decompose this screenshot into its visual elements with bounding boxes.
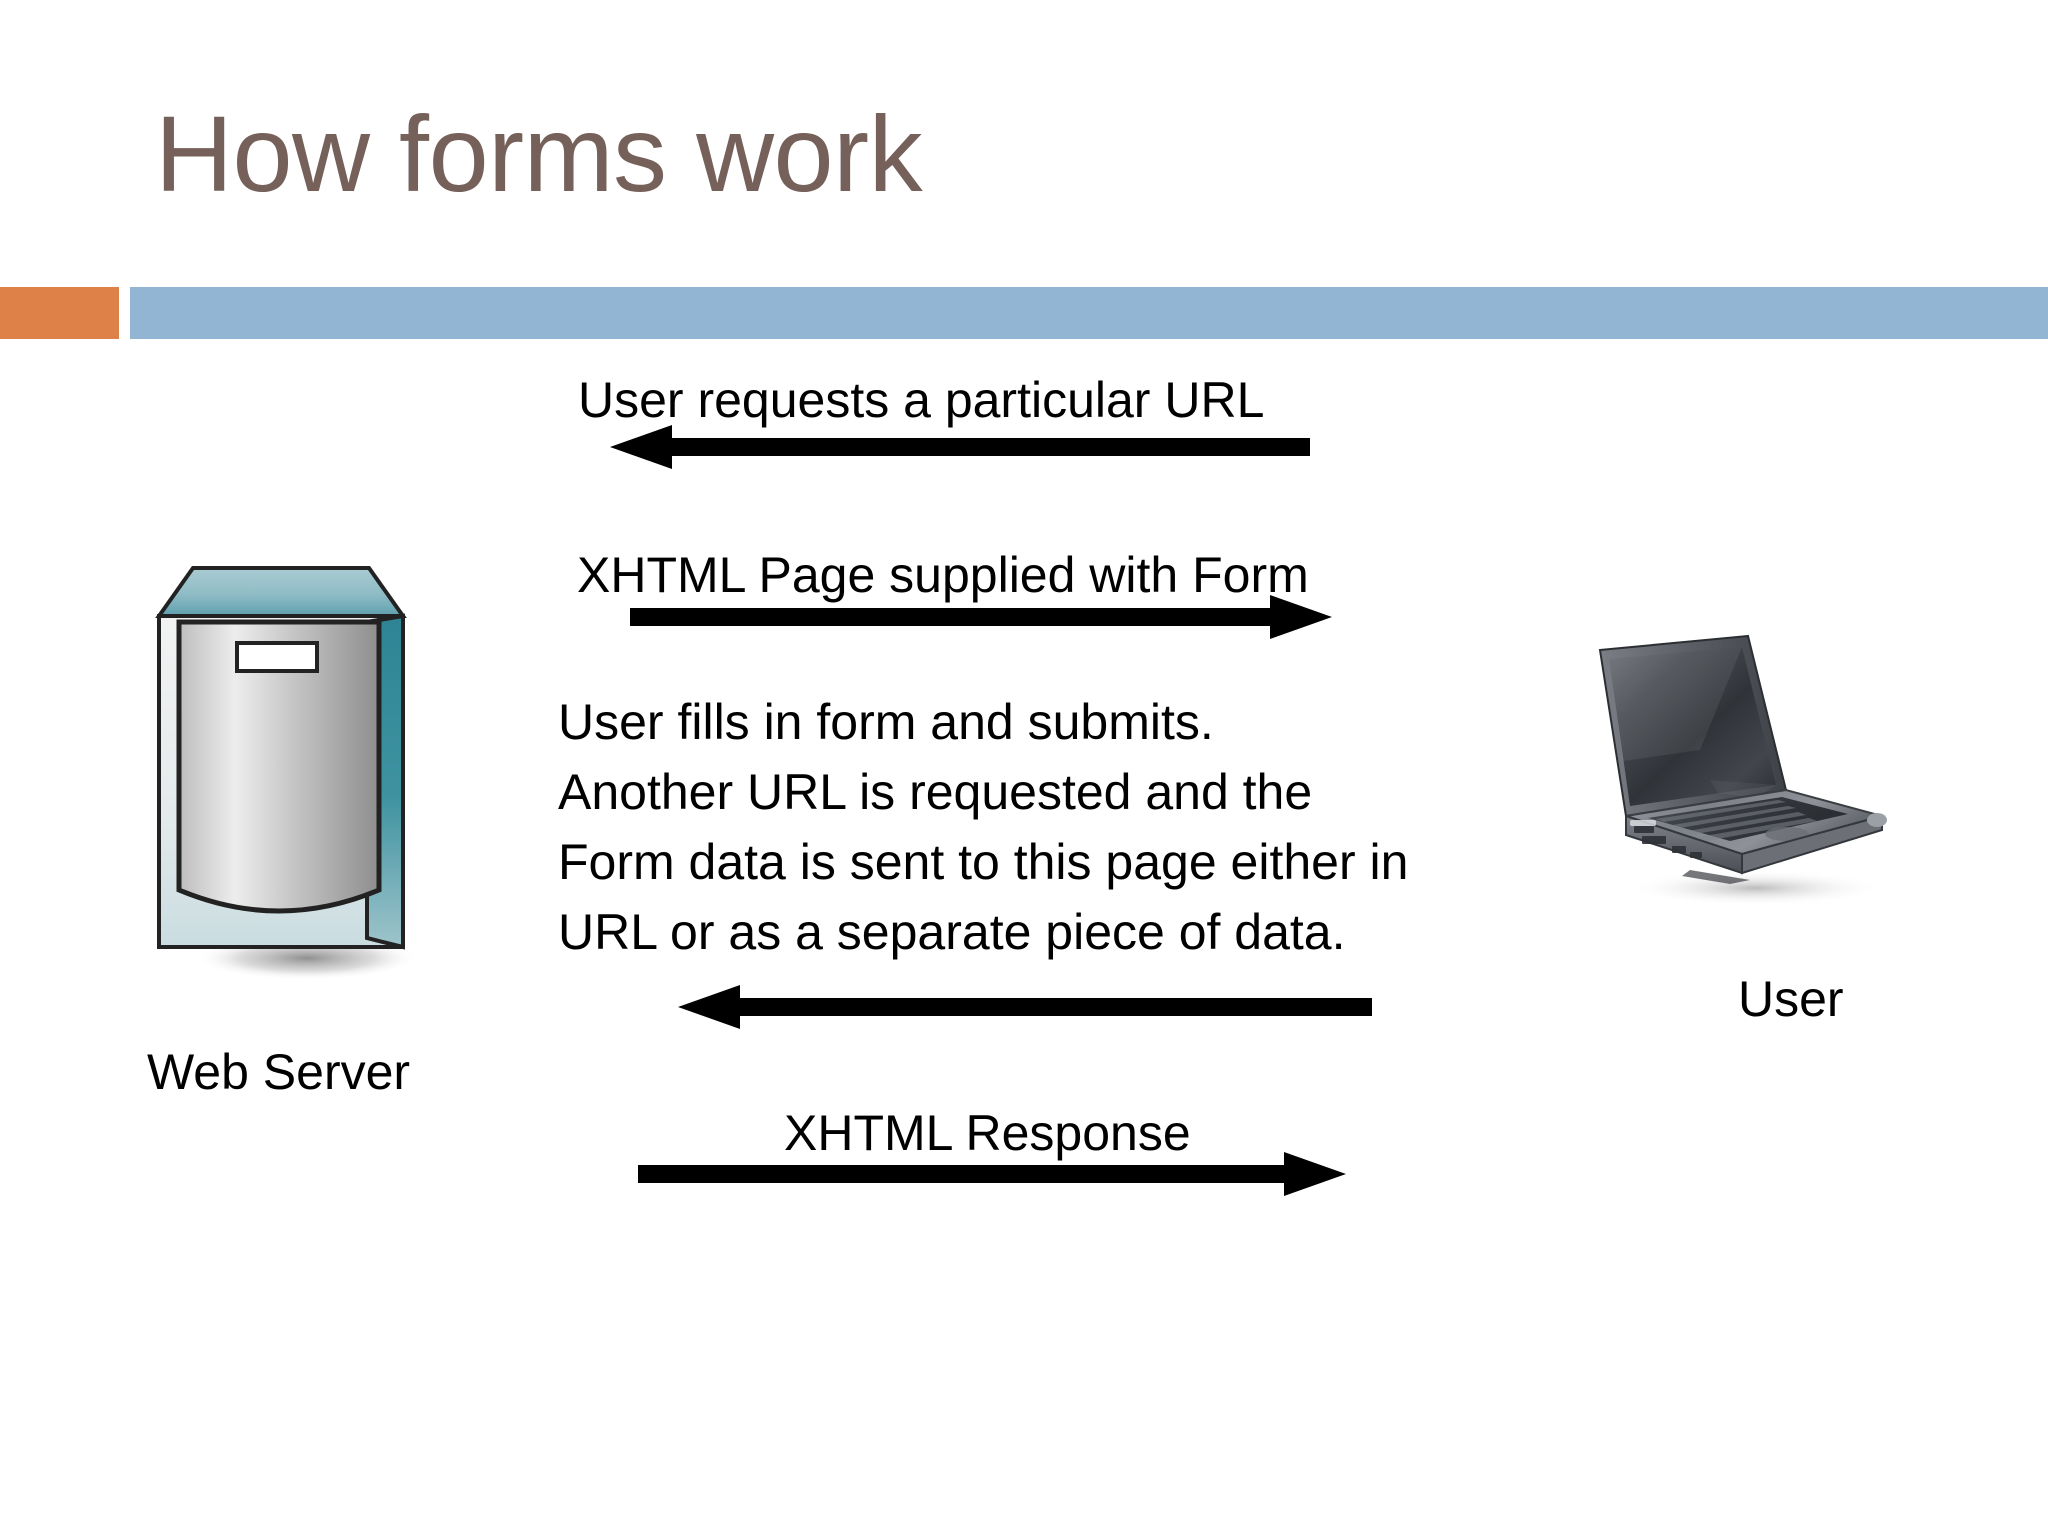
page-title: How forms work bbox=[155, 93, 923, 214]
arrow-left-1 bbox=[610, 425, 1310, 469]
note-line-3: Form data is sent to this page either in bbox=[558, 834, 1409, 890]
note-paragraph: User fills in form and submits. Another … bbox=[558, 687, 1408, 967]
node-label-user: User bbox=[1738, 971, 1844, 1027]
note-line-2: Another URL is requested and the bbox=[558, 764, 1313, 820]
note-line-4: URL or as a separate piece of data. bbox=[558, 904, 1346, 960]
message-label-2: XHTML Page supplied with Form bbox=[577, 547, 1309, 603]
arrow-left-3 bbox=[678, 985, 1372, 1029]
message-label-1: User requests a particular URL bbox=[578, 372, 1265, 428]
note-line-1: User fills in form and submits. bbox=[558, 694, 1214, 750]
laptop-icon bbox=[1590, 630, 1910, 920]
accent-bar-orange bbox=[0, 287, 119, 339]
accent-bar-blue bbox=[130, 287, 2048, 339]
arrow-right-4 bbox=[638, 1152, 1346, 1196]
node-label-web-server: Web Server bbox=[147, 1044, 411, 1100]
arrow-right-2 bbox=[630, 595, 1332, 639]
message-label-4: XHTML Response bbox=[784, 1105, 1191, 1161]
server-tower-icon bbox=[155, 560, 445, 990]
